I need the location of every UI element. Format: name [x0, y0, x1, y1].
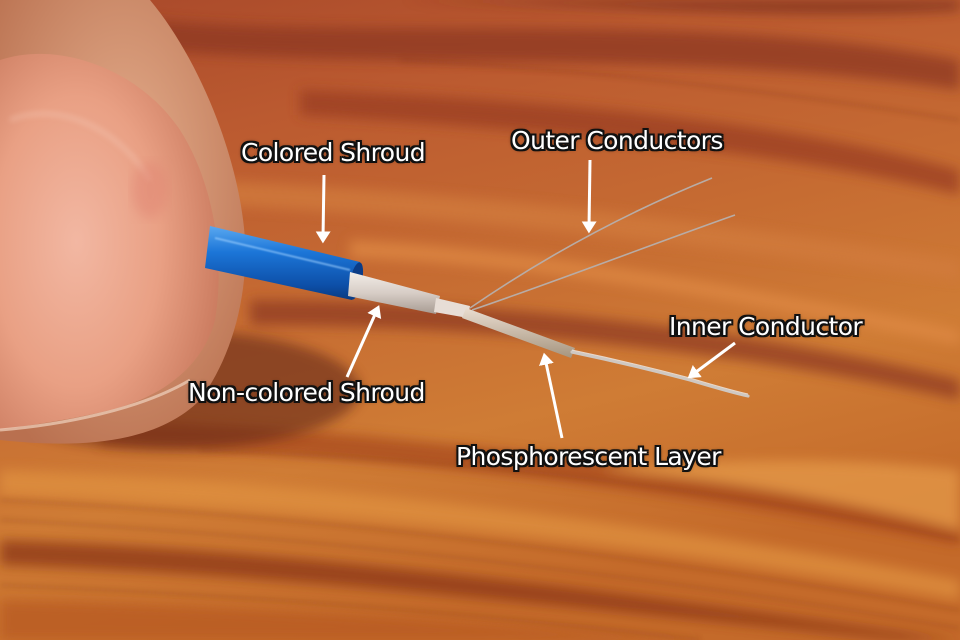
- label-inner-conductor: Inner Conductor: [669, 312, 863, 341]
- label-outer-conductors: Outer Conductors: [511, 126, 723, 155]
- label-colored-shroud: Colored Shroud: [241, 138, 426, 167]
- label-non-colored-shroud: Non-colored Shroud: [188, 378, 425, 407]
- label-phosphorescent-layer: Phosphorescent Layer: [456, 442, 721, 471]
